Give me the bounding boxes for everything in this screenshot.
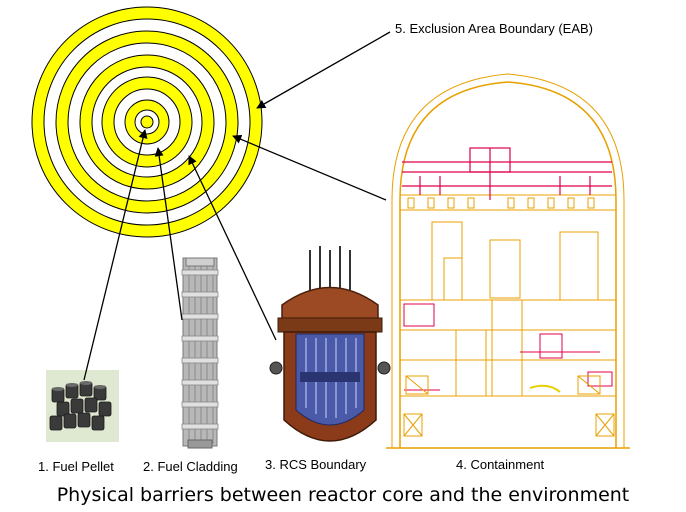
containment-building-icon	[386, 73, 630, 449]
concentric-rings-icon	[31, 6, 263, 238]
containment-label: 4. Containment	[456, 457, 545, 472]
fuel-cladding-icon	[181, 257, 219, 449]
fuel-pellet-icon	[46, 370, 119, 442]
fuel-cladding-label: 2. Fuel Cladding	[143, 459, 238, 474]
figure-caption: Physical barriers between reactor core a…	[56, 484, 630, 506]
rcs-vessel-icon	[269, 246, 391, 442]
fuel-pellet-label: 1. Fuel Pellet	[38, 459, 114, 474]
pointer-arrows	[83, 31, 391, 381]
eab-label: 5. Exclusion Area Boundary (EAB)	[395, 21, 593, 36]
rcs-boundary-label: 3. RCS Boundary	[265, 457, 367, 472]
